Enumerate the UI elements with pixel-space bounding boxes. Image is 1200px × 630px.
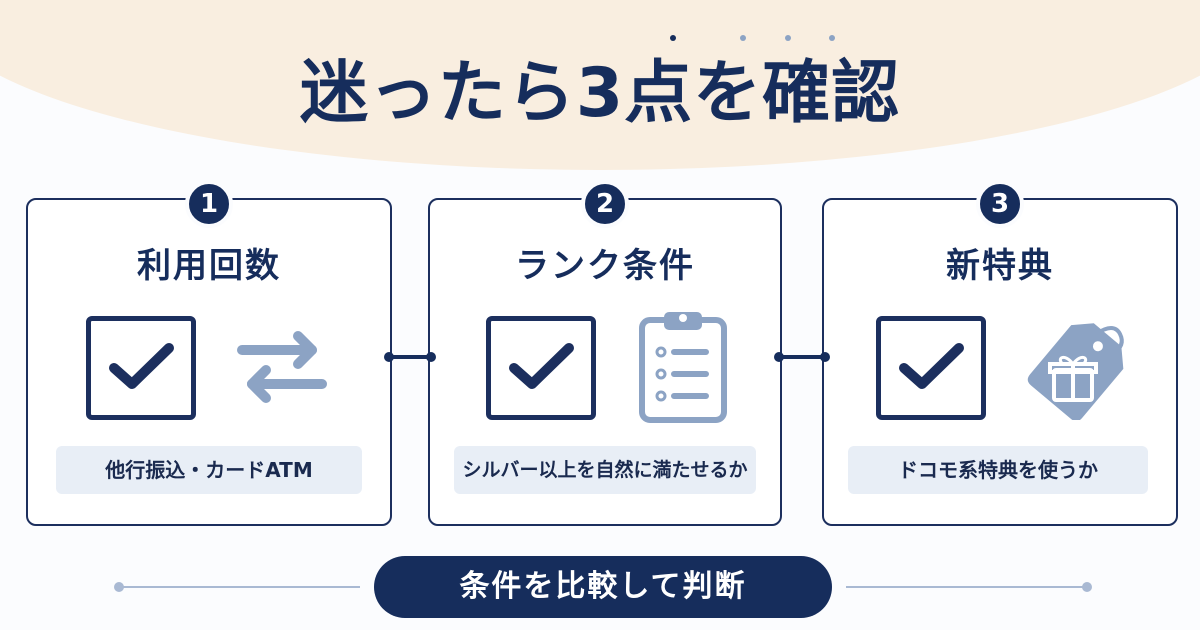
page-title: 迷ったら3点を確認 [299, 54, 901, 133]
connector-dot [774, 352, 784, 362]
connector-line [782, 355, 822, 359]
check-card-new-benefit: 3 新特典 ドコモ系特典を使うか [822, 180, 1178, 526]
check-card-rank-condition: 2 ランク条件 シルバー以上を自然に満たせるか [428, 180, 782, 526]
checkbox-check-icon [86, 316, 196, 420]
conclusion-pill: 条件を比較して判断 [374, 556, 832, 618]
card-title: ランク条件 [515, 246, 695, 286]
gift-tag-icon [1020, 312, 1132, 424]
step-number-badge: 2 [581, 180, 629, 228]
clipboard-list-icon [634, 308, 732, 430]
step-number-badge: 3 [976, 180, 1024, 228]
step-number-badge: 1 [185, 180, 233, 228]
connector-dot [384, 352, 394, 362]
title-dot [829, 35, 835, 41]
connector-dot [820, 352, 830, 362]
decorative-line [846, 586, 1086, 588]
card-connector [384, 352, 436, 362]
title-dot [785, 35, 791, 41]
card-caption: ドコモ系特典を使うか [848, 446, 1148, 494]
card-connector [774, 352, 830, 362]
connector-line [392, 355, 428, 359]
card-caption: 他行振込・カードATM [56, 446, 362, 494]
decorative-dot [114, 582, 124, 592]
connector-dot [426, 352, 436, 362]
title-dot [670, 35, 676, 41]
exchange-arrows-icon [234, 326, 330, 412]
card-title: 新特典 [946, 246, 1054, 286]
checkbox-check-icon [876, 316, 986, 420]
decorative-dot [1082, 582, 1092, 592]
check-card-usage-count: 1 利用回数 他行振込・カードATM [26, 180, 392, 526]
card-caption: シルバー以上を自然に満たせるか [454, 446, 756, 494]
card-title: 利用回数 [137, 246, 281, 286]
decorative-line [120, 586, 360, 588]
title-dot [740, 35, 746, 41]
checkbox-check-icon [486, 316, 596, 420]
